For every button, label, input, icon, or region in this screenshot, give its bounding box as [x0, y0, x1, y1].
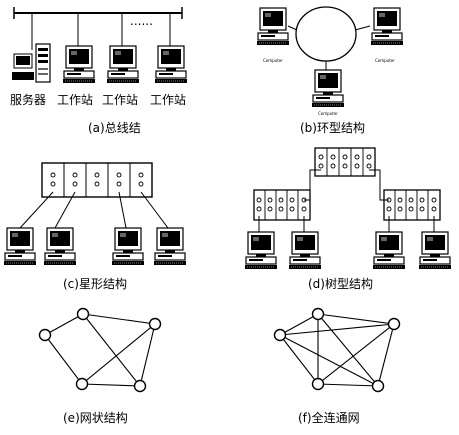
ring-computer-left-icon [256, 7, 290, 46]
caption-full-mesh: (f)全连通网 [298, 410, 360, 425]
tree-pc-3-icon [372, 231, 406, 270]
full-node-4 [311, 377, 325, 391]
workstation-1-label: 工作站 [57, 93, 93, 107]
full-node-2 [311, 307, 325, 321]
tree-pc-4-icon [418, 231, 452, 270]
full-node-5 [371, 379, 385, 393]
ring-computer-bottom-icon [311, 69, 345, 108]
ring-computer-bottom-label: Computer [318, 111, 338, 116]
mesh-node-2 [76, 307, 90, 321]
tree-pc-2-icon [288, 231, 322, 270]
mesh-topology: (e)网状结构 [38, 307, 162, 425]
mesh-node-4 [75, 377, 89, 391]
workstation-2-icon [106, 45, 140, 84]
caption-ring: (b)环型结构 [300, 120, 365, 135]
full-node-1 [273, 328, 287, 342]
full-node-3 [387, 317, 401, 331]
star-hub [41, 162, 153, 198]
caption-tree: (d)树型结构 [308, 276, 373, 291]
bus-topology: ...... 服务器 工作站 工作站 工作站 (a)总线结 [10, 7, 188, 135]
full-mesh-topology: (f)全连通网 [273, 307, 401, 425]
ring-topology: Computer Computer Computer (b)环型结构 [256, 6, 404, 135]
workstation-3-icon [154, 45, 188, 84]
caption-star: (c)星形结构 [63, 276, 127, 291]
ring-computer-right-icon [370, 7, 404, 46]
server-icon [12, 43, 51, 83]
star-pc-2-icon [43, 227, 77, 266]
tree-left-hub [253, 189, 311, 221]
tree-root-hub [314, 147, 376, 177]
ring-computer-left-label: Computer [263, 58, 283, 63]
mesh-node-1 [38, 328, 52, 342]
tree-topology: (d)树型结构 [244, 147, 452, 291]
server-label: 服务器 [10, 92, 46, 107]
workstation-1-icon [62, 45, 96, 84]
caption-bus: (a)总线结 [88, 121, 141, 135]
tree-pc-1-icon [244, 231, 278, 270]
star-pc-1-icon [3, 227, 37, 266]
workstation-3-label: 工作站 [150, 93, 186, 107]
mesh-node-5 [133, 379, 147, 393]
star-pc-4-icon [153, 227, 187, 266]
tree-right-hub [383, 189, 441, 221]
workstation-2-label: 工作站 [102, 93, 138, 107]
mesh-node-3 [148, 317, 162, 331]
bus-ellipsis: ...... [130, 14, 153, 28]
caption-mesh: (e)网状结构 [63, 410, 128, 425]
ring-computer-right-label: Computer [375, 58, 395, 63]
star-pc-3-icon [111, 227, 145, 266]
star-topology: (c)星形结构 [3, 162, 187, 291]
ring [295, 6, 357, 62]
